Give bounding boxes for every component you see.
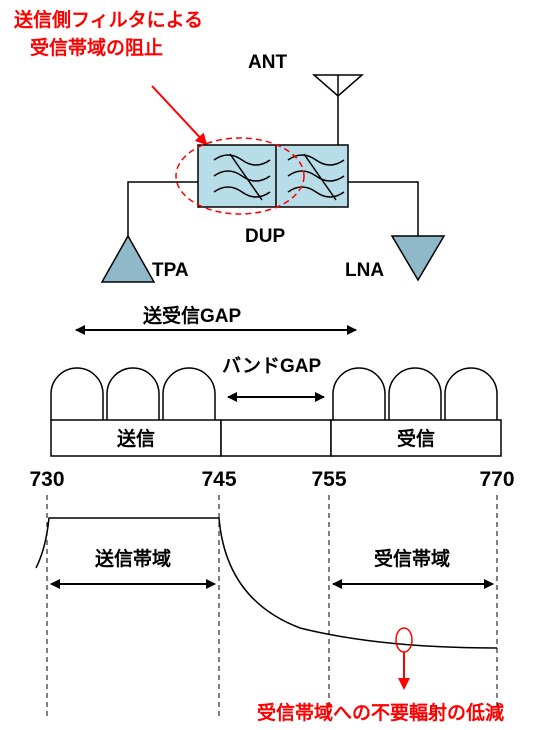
duplexer-label: DUP	[245, 226, 285, 247]
rx-filter-icon	[287, 153, 345, 201]
rx-band-block	[330, 419, 502, 457]
tx-band-block	[50, 419, 222, 457]
tx-filter-icon	[213, 153, 271, 201]
rx-channel-humps	[332, 367, 498, 420]
tx-amplifier-icon	[100, 234, 156, 283]
rx-leakage-marker-ellipse	[395, 627, 413, 653]
freq-tick-730: 730	[29, 468, 64, 491]
freq-tick-745: 745	[201, 468, 236, 491]
tx-channel-humps	[50, 367, 216, 420]
antenna-icon	[312, 74, 364, 145]
tx-filter-highlight-ellipse	[175, 137, 305, 215]
tx-filter-response-curve	[35, 517, 498, 649]
gap-total-label: 送受信GAP	[143, 304, 242, 327]
frequency-guide-lines	[46, 495, 498, 716]
top-note-line2: 受信帯域の阻止	[30, 36, 163, 59]
band-gap-label: バンドGAP	[222, 355, 321, 377]
rx-band-label: 受信	[397, 427, 435, 450]
freq-tick-770: 770	[479, 468, 514, 491]
bottom-note: 受信帯域への不要輻射の低減	[257, 701, 504, 724]
rx-path-line	[348, 181, 419, 236]
freq-tick-755: 755	[311, 468, 346, 491]
top-note-line1: 送信側フィルタによる	[14, 8, 203, 31]
tx-amplifier-label: TPA	[152, 260, 189, 281]
rx-amplifier-label: LNA	[345, 260, 384, 281]
tx-passband-label: 送信帯域	[95, 547, 171, 570]
rx-amplifier-icon	[390, 235, 446, 282]
tx-path-line	[127, 181, 198, 240]
top-note-pointer-arrow	[151, 85, 208, 146]
antenna-label: ANT	[248, 52, 287, 73]
tx-band-label: 送信	[117, 427, 155, 450]
rx-passband-label: 受信帯域	[374, 547, 450, 570]
gap-band-block	[220, 419, 332, 457]
duplexer-block	[197, 144, 349, 208]
